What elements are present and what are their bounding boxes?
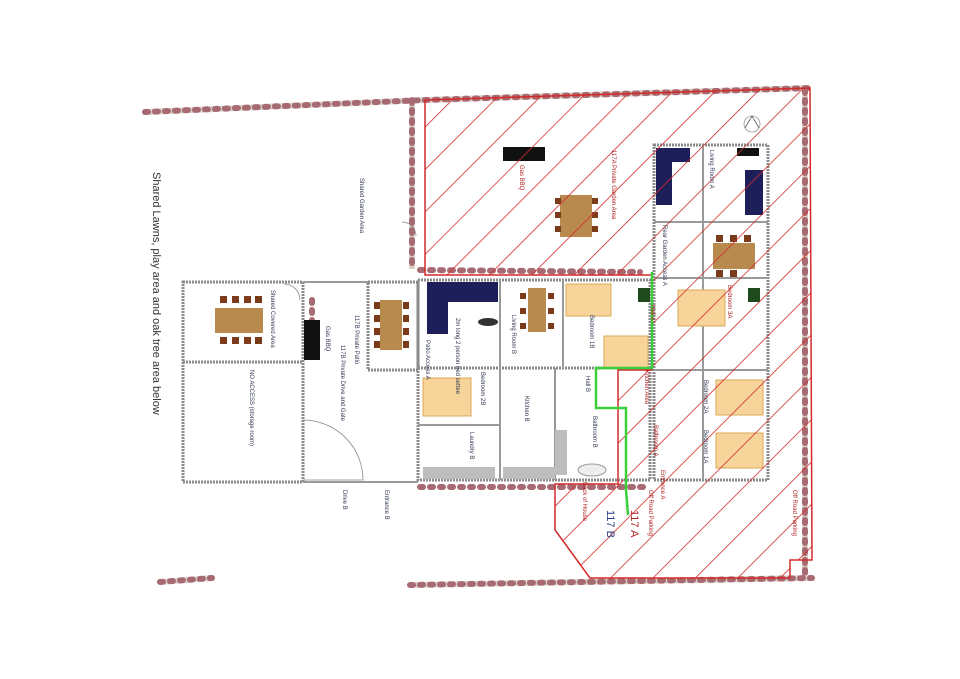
label-back-of-house: Back of House xyxy=(581,482,587,522)
hatched-area-117a xyxy=(424,87,813,579)
labels: Shared Lawns, play area and oak tree are… xyxy=(150,150,797,538)
label-unit-b: 117 B xyxy=(604,510,616,538)
label-entrance-a: Entrance A xyxy=(659,470,665,499)
label-bedroom-2b: Bedroom 2B xyxy=(479,372,485,405)
label-living-room-a: Living Room A xyxy=(708,150,714,189)
label-rear-garden-access-a: Rear Garden Access A xyxy=(661,225,667,286)
label-bed-settee: 2m long 2 person bed settee xyxy=(454,318,460,395)
label-no-access: NO ACCESS (storage room) xyxy=(248,370,254,446)
label-hall-b: Hall B xyxy=(584,376,590,392)
label-bedroom-1a: Bedroom 1A xyxy=(702,430,708,463)
north-arrow-icon xyxy=(743,115,761,133)
label-patio-b: 117B Private Patio xyxy=(353,315,359,365)
label-shared-lawns: Shared Lawns, play area and oak tree are… xyxy=(150,172,162,415)
label-kitchen-b: Kitchen B xyxy=(523,396,529,422)
label-living-room-b: Living Room B xyxy=(510,315,516,354)
label-shared-covered: Shared Covered Area xyxy=(269,290,275,348)
boundary-line xyxy=(594,272,654,516)
label-bathroom-a: Bathroom A xyxy=(652,425,658,456)
label-drive-gate-b: 117B Private Drive and Gate xyxy=(339,345,345,422)
label-bedroom-3a: Bedroom 3A xyxy=(726,285,732,318)
label-off-road-parking-1: Off Road Parking xyxy=(647,490,653,536)
label-hall-a: Hall A xyxy=(649,305,655,321)
label-bedroom-1b: Bedroom 1B xyxy=(588,315,594,348)
label-bedroom-2a: Bedroom 2A xyxy=(702,380,708,413)
label-kitchen-area-a: Kitchen Area xyxy=(643,370,649,405)
label-gas-bbq-a: Gas BBQ xyxy=(518,165,524,191)
label-drive-b: Drive B xyxy=(341,490,347,510)
label-off-road-parking-2: Off Road Parking xyxy=(791,490,797,536)
label-laundry-b: Laundry B xyxy=(468,432,474,459)
label-shared-garden: Shared Garden Area xyxy=(358,178,364,234)
label-unit-a: 117 A xyxy=(628,510,640,538)
label-bathroom-b: Bathroom B xyxy=(591,416,597,448)
label-patio-access-a: Patio Access A xyxy=(424,340,430,380)
label-garden-a: 117A Private Garden Area xyxy=(610,150,616,220)
label-entrance-b: Entrance B xyxy=(383,490,389,520)
label-gas-bbq-b: Gas BBQ xyxy=(324,326,330,352)
